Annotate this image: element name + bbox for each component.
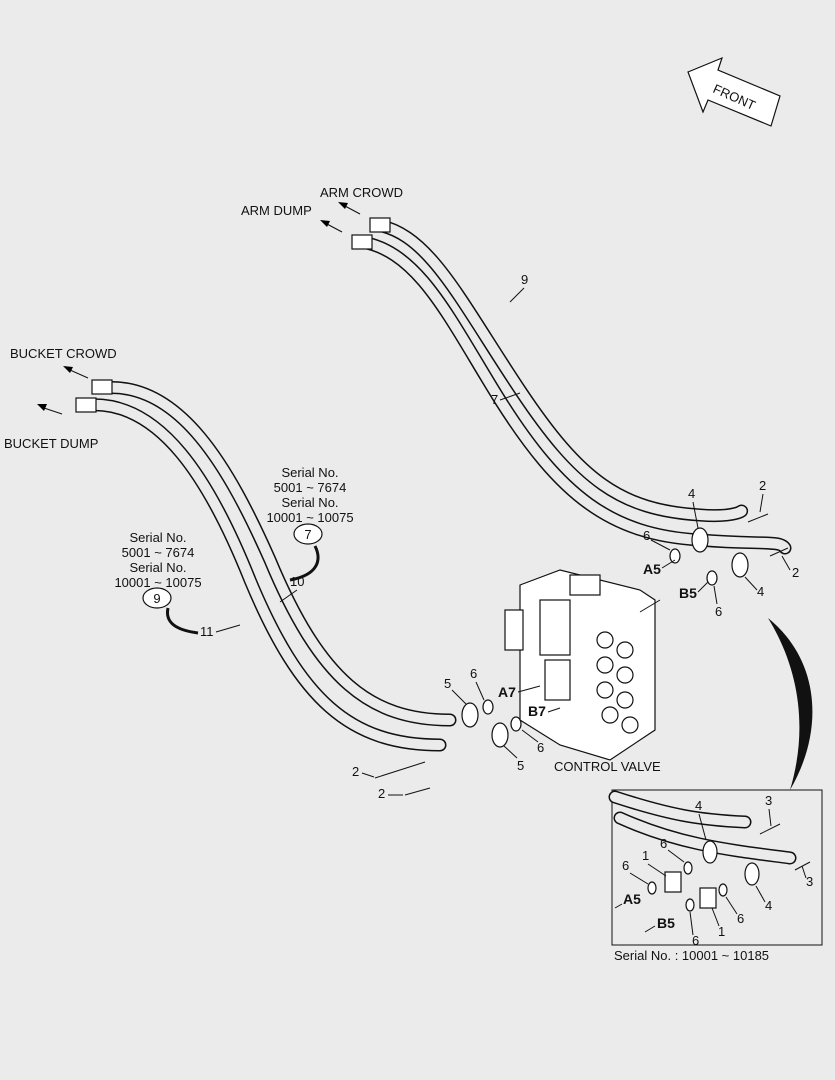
inset-panel: 4 3 6 1 6 3 4 6 1 6 A5 B5: [608, 789, 823, 948]
bolt-2-d: [769, 547, 789, 557]
control-valve: [504, 569, 656, 761]
flange-4-lower: [731, 552, 749, 578]
callouts: 9 7 10 11 4 2 6 2 4 6 6 5 6 5 2 2: [200, 272, 799, 801]
bucket-crowd-label: BUCKET CROWD: [10, 346, 117, 361]
svg-text:10001 ~ 10075: 10001 ~ 10075: [266, 510, 353, 525]
front-arrow: FRONT: [687, 56, 781, 127]
arm-crowd-fitting: [369, 217, 391, 233]
port-b5: B5: [679, 585, 697, 601]
svg-text:4: 4: [765, 898, 772, 913]
svg-text:1: 1: [718, 924, 725, 939]
arm-dump-fitting: [351, 234, 373, 250]
svg-text:10: 10: [290, 574, 304, 589]
badge-9-circle: [142, 587, 172, 609]
svg-text:6: 6: [622, 858, 629, 873]
svg-text:6: 6: [715, 604, 722, 619]
svg-text:2: 2: [378, 786, 385, 801]
svg-text:3: 3: [765, 793, 772, 808]
svg-text:Serial No.: Serial No.: [281, 495, 338, 510]
svg-text:5: 5: [444, 676, 451, 691]
badge-7-circle: [293, 523, 323, 545]
bolt-2-c: [747, 513, 769, 523]
valve-fittings: [374, 513, 789, 796]
bolt-2-a: [374, 761, 426, 779]
svg-text:10001 ~ 10075: 10001 ~ 10075: [114, 575, 201, 590]
svg-text:4: 4: [688, 486, 695, 501]
flange-5-lower: [491, 722, 509, 748]
svg-text:6: 6: [643, 528, 650, 543]
arm-dump-label: ARM DUMP: [241, 203, 312, 218]
svg-text:5001 ~ 7674: 5001 ~ 7674: [274, 480, 347, 495]
bucket-dump-fitting: [75, 397, 97, 413]
serial-note-9: Serial No. 5001 ~ 7674 Serial No. 10001 …: [114, 530, 202, 635]
port-a7: A7: [498, 684, 516, 700]
svg-text:6: 6: [737, 911, 744, 926]
svg-text:2: 2: [792, 565, 799, 580]
port-a5: A5: [643, 561, 661, 577]
svg-text:7: 7: [491, 392, 498, 407]
svg-text:6: 6: [470, 666, 477, 681]
inset-pointer: [768, 618, 813, 790]
svg-text:3: 3: [806, 874, 813, 889]
svg-text:11: 11: [200, 624, 214, 639]
inset-serial-label: Serial No. : 10001 ~ 10185: [614, 948, 769, 963]
bucket-dump-label: BUCKET DUMP: [4, 436, 98, 451]
svg-text:5001 ~ 7674: 5001 ~ 7674: [122, 545, 195, 560]
svg-text:Serial No.: Serial No.: [129, 530, 186, 545]
arm-crowd-label: ARM CROWD: [320, 185, 403, 200]
svg-text:5: 5: [517, 758, 524, 773]
bucket-crowd-fitting: [91, 379, 113, 395]
svg-text:6: 6: [692, 933, 699, 948]
svg-text:6: 6: [537, 740, 544, 755]
flange-4-upper: [691, 527, 709, 553]
badge-9-text: 9: [153, 591, 160, 606]
svg-text:Serial No.: Serial No.: [281, 465, 338, 480]
bolt-2-b: [404, 787, 431, 796]
arm-hoses: [351, 217, 792, 555]
svg-text:B5: B5: [657, 915, 675, 931]
svg-text:6: 6: [660, 836, 667, 851]
svg-text:2: 2: [759, 478, 766, 493]
bucket-hoses: [75, 379, 457, 752]
badge-7-text: 7: [304, 527, 311, 542]
direction-arrows: [37, 202, 361, 415]
port-b7: B7: [528, 703, 546, 719]
svg-text:4: 4: [757, 584, 764, 599]
svg-text:1: 1: [642, 848, 649, 863]
flange-5-upper: [461, 702, 479, 728]
control-valve-label: CONTROL VALVE: [554, 759, 661, 774]
serial-note-7: Serial No. 5001 ~ 7674 Serial No. 10001 …: [266, 465, 354, 582]
svg-text:2: 2: [352, 764, 359, 779]
svg-text:Serial No.: Serial No.: [129, 560, 186, 575]
svg-text:9: 9: [521, 272, 528, 287]
svg-text:4: 4: [695, 798, 702, 813]
svg-text:A5: A5: [623, 891, 641, 907]
